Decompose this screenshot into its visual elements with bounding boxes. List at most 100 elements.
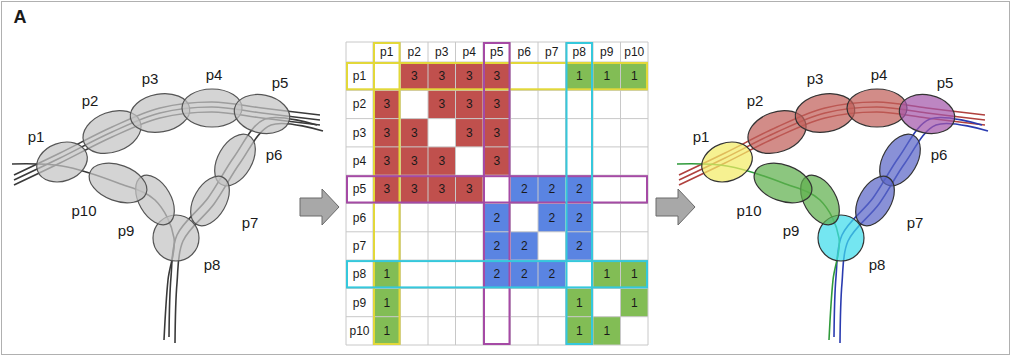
matrix-cell-fill xyxy=(483,147,511,175)
row-header: p6 xyxy=(353,212,366,224)
matrix-value: 2 xyxy=(548,212,555,224)
matrix-cell-fill xyxy=(456,62,484,90)
matrix-cell-fill xyxy=(566,204,594,232)
matrix-cell-fill xyxy=(401,175,429,203)
segment-label: p9 xyxy=(118,223,135,238)
matrix-value: 3 xyxy=(493,98,500,110)
segment-label: p10 xyxy=(736,203,761,218)
segment-label: p8 xyxy=(869,257,886,272)
matrix-cell-fill xyxy=(428,62,456,90)
matrix-value: 2 xyxy=(521,240,528,252)
matrix-value: 3 xyxy=(383,127,390,139)
segment-label: p4 xyxy=(871,67,888,82)
matrix-value: 2 xyxy=(493,268,500,280)
matrix-value: 3 xyxy=(438,183,445,195)
matrix-cell-fill xyxy=(621,62,649,90)
segment-label: p1 xyxy=(693,129,710,144)
segment-label: p7 xyxy=(242,215,259,230)
grid-line xyxy=(538,42,539,345)
segment-label: p4 xyxy=(206,67,223,82)
matrix-value: 3 xyxy=(493,127,500,139)
matrix-value: 3 xyxy=(438,70,445,82)
matrix-value: 1 xyxy=(631,268,638,280)
matrix-cell-fill xyxy=(483,62,511,90)
segment-ellipse: p1 xyxy=(699,134,755,190)
matrix-cell-fill xyxy=(566,62,594,90)
matrix-cell-fill xyxy=(566,288,594,316)
grid-line xyxy=(346,316,648,317)
matrix-value: 1 xyxy=(576,70,583,82)
highlight-outline xyxy=(567,43,593,344)
matrix-value: 2 xyxy=(548,268,555,280)
segment-label: p3 xyxy=(142,71,159,86)
matrix-cell-fill xyxy=(511,232,539,260)
column-header: p10 xyxy=(624,46,644,58)
matrix-cell-fill xyxy=(593,62,621,90)
segment-label: p7 xyxy=(907,215,924,230)
matrix-cell-fill xyxy=(621,260,649,288)
highlight-outline xyxy=(347,261,647,287)
matrix-cell-fill xyxy=(428,175,456,203)
segment-label: p2 xyxy=(747,93,764,108)
matrix-cell-fill xyxy=(456,175,484,203)
matrix-cell-fill xyxy=(511,260,539,288)
ellipse-outline xyxy=(182,89,242,127)
grid-line xyxy=(346,231,648,232)
matrix-cell-fill xyxy=(373,175,401,203)
matrix xyxy=(346,42,648,345)
segment-label: p3 xyxy=(807,71,824,86)
matrix-value: 3 xyxy=(466,127,473,139)
matrix-value: 1 xyxy=(631,70,638,82)
matrix-value: 3 xyxy=(466,70,473,82)
matrix-value: 1 xyxy=(603,325,610,337)
matrix-cell-fill xyxy=(483,119,511,147)
panel-letter: A xyxy=(14,8,27,26)
matrix-value: 3 xyxy=(493,70,500,82)
row-header: p9 xyxy=(353,297,366,309)
ellipse-outline xyxy=(231,90,294,139)
block-arrow xyxy=(656,189,695,225)
matrix-value: 3 xyxy=(438,98,445,110)
matrix-cell-fill xyxy=(621,288,649,316)
matrix-value: 1 xyxy=(383,268,390,280)
matrix-value: 1 xyxy=(383,297,390,309)
row-header: p1 xyxy=(353,70,366,82)
matrix-cell-fill xyxy=(538,260,566,288)
matrix-value: 3 xyxy=(411,183,418,195)
matrix-cell-fill xyxy=(428,147,456,175)
matrix-value: 1 xyxy=(576,297,583,309)
matrix-cell-fill xyxy=(593,260,621,288)
row-header: p2 xyxy=(353,98,366,110)
matrix-value: 2 xyxy=(548,183,555,195)
segment-ellipse: p10 xyxy=(86,151,150,215)
matrix-cell-fill xyxy=(373,147,401,175)
column-header: p8 xyxy=(573,46,586,58)
segment-label: p1 xyxy=(28,129,45,144)
matrix-value: 3 xyxy=(411,127,418,139)
matrix-cell-fill xyxy=(483,204,511,232)
column-header: p2 xyxy=(408,46,421,58)
segment-label: p9 xyxy=(783,223,800,238)
matrix-value: 3 xyxy=(438,155,445,167)
column-header: p3 xyxy=(435,46,448,58)
matrix-value: 3 xyxy=(466,98,473,110)
segment-label: p10 xyxy=(71,203,96,218)
segment-label: p2 xyxy=(82,93,99,108)
matrix-cell-fill xyxy=(373,288,401,316)
matrix-value: 2 xyxy=(493,212,500,224)
highlight-outline xyxy=(347,63,647,89)
matrix-value: 2 xyxy=(521,268,528,280)
highlight-outline xyxy=(484,43,510,344)
highlight-outline xyxy=(374,43,400,344)
matrix-cell-fill xyxy=(401,147,429,175)
matrix-cell-fill xyxy=(566,232,594,260)
matrix-cell-fill xyxy=(483,260,511,288)
column-header: p5 xyxy=(490,46,503,58)
column-header: p7 xyxy=(545,46,558,58)
grid-line xyxy=(620,42,621,345)
matrix-value: 2 xyxy=(576,183,583,195)
column-header: p9 xyxy=(600,46,613,58)
matrix-value: 1 xyxy=(603,268,610,280)
matrix-cell-fill xyxy=(566,175,594,203)
